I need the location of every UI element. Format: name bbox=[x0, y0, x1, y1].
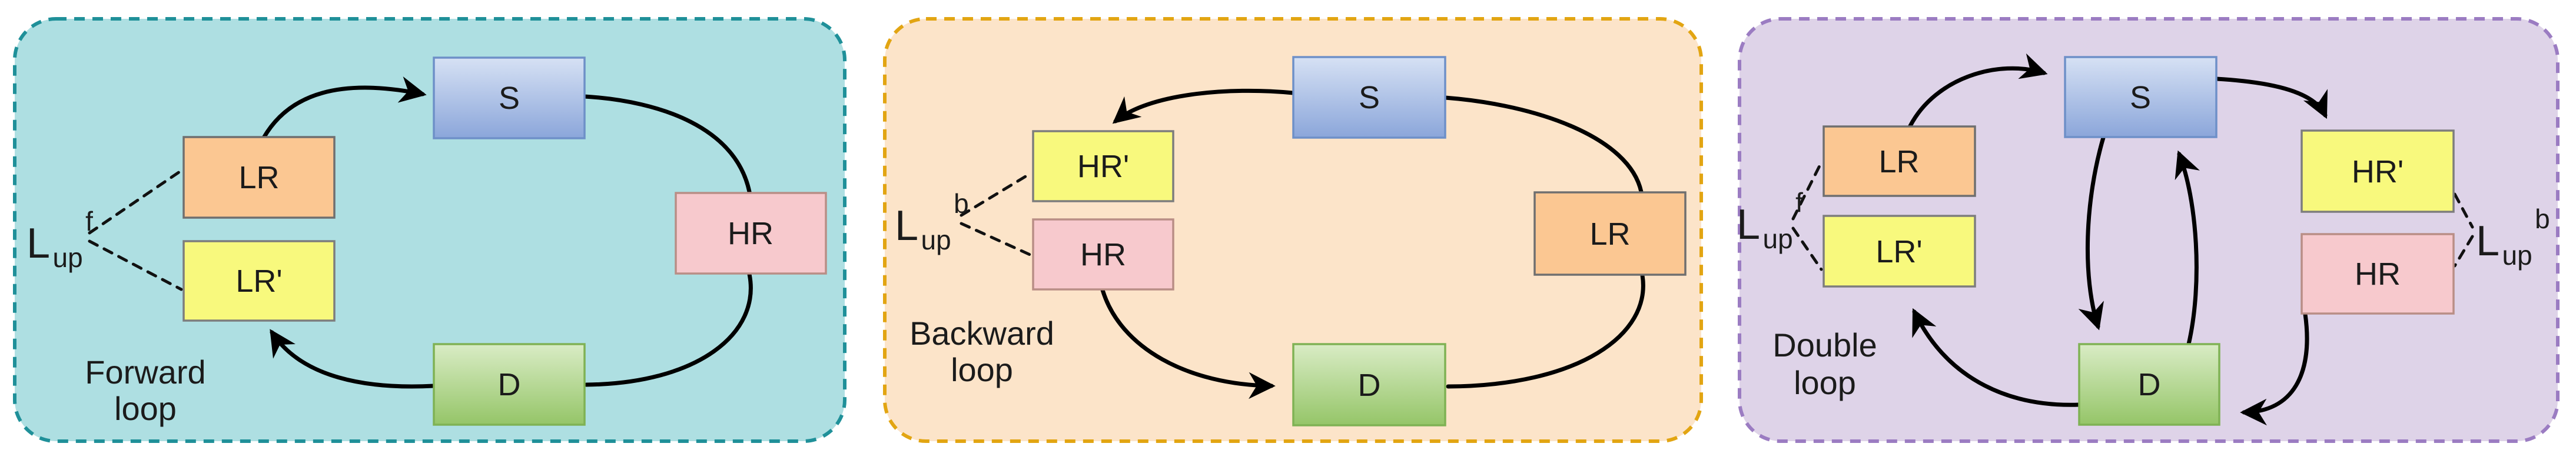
arrow-hr-to-d bbox=[2240, 312, 2309, 426]
double-panel-background bbox=[1738, 17, 2560, 443]
node-lr-box bbox=[182, 136, 336, 219]
double-loop-panel: S LR LR' HR' HR D L up f L up bbox=[1737, 17, 2560, 443]
loss-label-forward: L up f bbox=[1737, 187, 1803, 254]
double-caption-line1: Double bbox=[1772, 326, 1877, 364]
node-hr: HR bbox=[2301, 233, 2455, 315]
double-caption-line2: loop bbox=[1794, 364, 1856, 401]
node-s-box bbox=[433, 56, 586, 139]
arrow-d-to-lrp bbox=[270, 329, 436, 389]
arrow-s-to-hr bbox=[582, 94, 752, 194]
loss-label-backward: L up b bbox=[895, 188, 969, 255]
backward-panel-background bbox=[883, 17, 1703, 443]
node-lr-label: LR bbox=[238, 160, 279, 195]
node-s-label: S bbox=[2130, 80, 2151, 115]
loss-connector-lrp bbox=[88, 239, 183, 291]
loss-connector-lr bbox=[88, 169, 183, 235]
node-hr-prime: HR' bbox=[2301, 129, 2455, 213]
node-d-box bbox=[1292, 343, 1446, 426]
node-s-label: S bbox=[1359, 80, 1380, 115]
node-lr: LR bbox=[1533, 191, 1687, 276]
arrow-s-to-hrp bbox=[2214, 76, 2328, 119]
arrow-s-to-hrp bbox=[1112, 88, 1296, 124]
node-lr-prime: LR' bbox=[1823, 215, 1976, 288]
node-lr-prime-box bbox=[1823, 215, 1976, 288]
node-hr-box bbox=[2301, 233, 2455, 315]
arrow-hr-to-d bbox=[1100, 288, 1276, 399]
node-s: S bbox=[1292, 56, 1446, 139]
node-hr-prime-label: HR' bbox=[1077, 149, 1129, 184]
node-d-label: D bbox=[1358, 368, 1381, 403]
node-hr: HR bbox=[675, 192, 827, 275]
node-d-label: D bbox=[2138, 367, 2161, 402]
node-hr-prime-box bbox=[1032, 130, 1174, 202]
backward-loop-panel: S HR' HR LR D L up b Backward loop bbox=[883, 17, 1703, 443]
forward-panel-background bbox=[13, 17, 847, 443]
loss-connector-hrp bbox=[2453, 192, 2474, 229]
node-lr-box bbox=[1533, 191, 1687, 276]
node-hr-label: HR bbox=[728, 216, 774, 251]
backward-caption-line2: loop bbox=[951, 351, 1013, 388]
node-hr: HR bbox=[1032, 218, 1174, 291]
loss-connector-hrp bbox=[960, 171, 1033, 217]
arrow-lr-to-d bbox=[1446, 273, 1645, 389]
arrow-s-to-lr bbox=[1443, 95, 1644, 194]
forward-loop-panel: S LR LR' HR D L up f Forward loop bbox=[13, 17, 847, 443]
node-lr-prime-label: LR' bbox=[1875, 234, 1922, 269]
node-hr-prime: HR' bbox=[1032, 130, 1174, 202]
node-hr-box bbox=[1032, 218, 1174, 291]
node-d-label: D bbox=[498, 367, 521, 402]
loss-label-backward: L up b bbox=[2476, 204, 2550, 271]
arrow-d-to-lrp bbox=[1912, 308, 2082, 407]
loss-connector-lrp bbox=[1791, 226, 1823, 271]
loss-connector-hr bbox=[2453, 235, 2474, 268]
node-lr-box bbox=[1823, 125, 1976, 197]
node-s-box bbox=[2064, 56, 2218, 138]
backward-caption-line1: Backward bbox=[909, 315, 1054, 352]
node-hr-box bbox=[675, 192, 827, 275]
arrow-d-to-s bbox=[2175, 150, 2200, 346]
arrow-lr-to-s bbox=[261, 76, 427, 140]
node-lr-prime-label: LR' bbox=[235, 264, 282, 299]
node-s-box bbox=[1292, 56, 1446, 139]
loss-connector-hr bbox=[960, 222, 1033, 257]
node-hr-prime-label: HR' bbox=[2352, 154, 2404, 189]
loss-connector-lr bbox=[1791, 161, 1823, 221]
forward-caption-line2: loop bbox=[114, 390, 177, 427]
loss-label-forward: L up f bbox=[26, 206, 93, 273]
node-s: S bbox=[2064, 56, 2218, 138]
node-d: D bbox=[1292, 343, 1446, 426]
node-s-label: S bbox=[499, 81, 520, 116]
forward-caption-line1: Forward bbox=[85, 354, 205, 391]
arrow-hr-to-d bbox=[584, 272, 753, 387]
node-d: D bbox=[433, 343, 586, 426]
node-lr: LR bbox=[182, 136, 336, 219]
node-lr-label: LR bbox=[1878, 144, 1919, 179]
arrow-s-to-d bbox=[2078, 135, 2106, 331]
node-s: S bbox=[433, 56, 586, 139]
node-lr: LR bbox=[1823, 125, 1976, 197]
arrow-lr-to-s bbox=[1908, 53, 2048, 128]
node-hr-label: HR bbox=[2355, 256, 2401, 292]
node-lr-prime-box bbox=[182, 240, 336, 322]
node-d-box bbox=[433, 343, 586, 426]
node-d-box bbox=[2078, 343, 2220, 426]
node-hr-label: HR bbox=[1080, 237, 1126, 272]
node-lr-label: LR bbox=[1589, 216, 1630, 252]
node-d: D bbox=[2078, 343, 2220, 426]
node-lr-prime: LR' bbox=[182, 240, 336, 322]
node-hr-prime-box bbox=[2301, 129, 2455, 213]
